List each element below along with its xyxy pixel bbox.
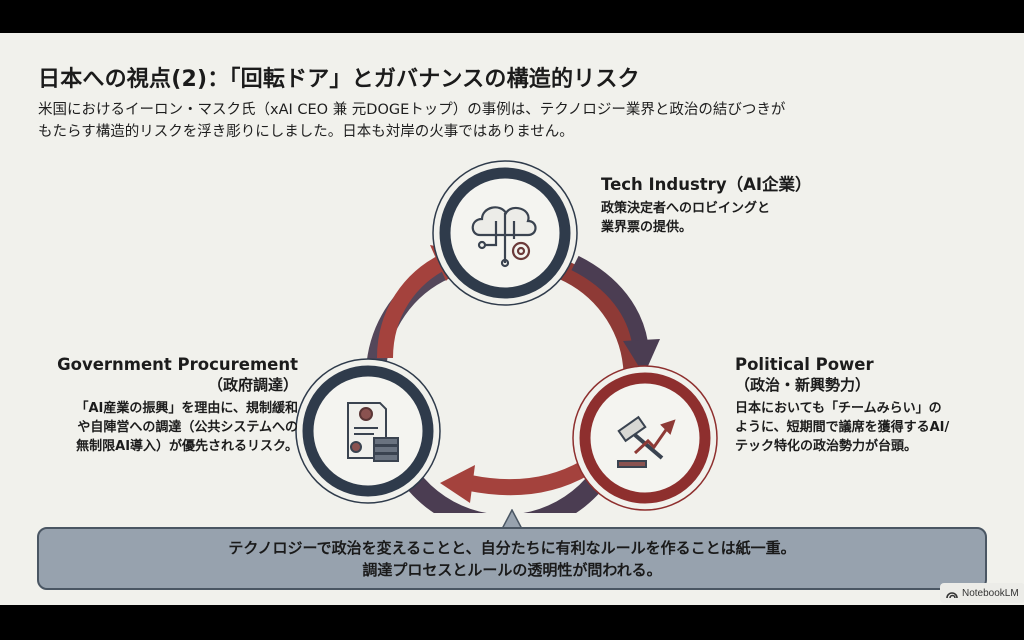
callout-line: 調達プロセスとルールの透明性が問われる。 bbox=[362, 561, 662, 579]
cycle-diagram bbox=[295, 160, 718, 513]
intro-line: もたらす構造的リスクを浮き彫りにしました。日本も対岸の火事ではありません。 bbox=[38, 124, 574, 140]
tech-industry-desc: 業界票の提供。 bbox=[601, 220, 693, 235]
political-power-desc: 日本においても「チームみらい」の bbox=[735, 401, 942, 416]
government-procurement-heading: Government Procurement bbox=[57, 355, 298, 374]
slide-title: 日本への視点(2)：「回転ドア」とガバナンスの構造的リスク bbox=[38, 67, 640, 92]
political-power-node[interactable] bbox=[572, 365, 718, 511]
government-procurement-desc: 「AI産業の振興」を理由に、規制緩和 bbox=[75, 401, 298, 416]
callout-box: テクノロジーで政治を変えることと、自分たちに有利なルールを作ることは紙一重。 調… bbox=[37, 527, 987, 590]
cloud-circuit-gear-icon bbox=[471, 206, 537, 268]
political-power-label: Political Power （政治・新興勢力） 日本においても「チームみらい… bbox=[735, 355, 949, 456]
arrow-tech-to-political bbox=[571, 255, 660, 375]
tech-industry-label: Tech Industry（AI企業） 政策決定者へのロビイングと 業界票の提供… bbox=[601, 171, 811, 237]
watermark-label: NotebookLM bbox=[962, 587, 1019, 599]
notebooklm-logo-icon bbox=[946, 592, 958, 598]
callout-line: テクノロジーで政治を変えることと、自分たちに有利なルールを作ることは紙一重。 bbox=[228, 539, 796, 557]
callout-pointer bbox=[501, 509, 523, 529]
government-procurement-desc: 無制限AI導入）が優先されるリスク。 bbox=[76, 439, 298, 454]
government-procurement-subheading: （政府調達） bbox=[207, 376, 298, 394]
arrow-political-to-gov bbox=[440, 460, 589, 503]
notebooklm-watermark: NotebookLM bbox=[940, 583, 1024, 603]
political-power-heading: Political Power bbox=[735, 355, 874, 374]
tech-industry-heading: Tech Industry（AI企業） bbox=[601, 175, 812, 194]
contract-server-icon bbox=[347, 402, 399, 462]
intro-line: 米国におけるイーロン・マスク氏（xAI CEO 兼 元DOGEトップ）の事例は、… bbox=[38, 102, 786, 118]
government-procurement-node[interactable] bbox=[295, 358, 441, 504]
government-procurement-desc: や自陣営への調達（公共システムへの bbox=[77, 420, 298, 435]
intro-text: 米国におけるイーロン・マスク氏（xAI CEO 兼 元DOGEトップ）の事例は、… bbox=[38, 99, 785, 143]
political-power-subheading: （政治・新興勢力） bbox=[735, 376, 871, 394]
slide: 日本への視点(2)：「回転ドア」とガバナンスの構造的リスク 米国におけるイーロン… bbox=[0, 33, 1024, 605]
political-power-desc: テック特化の政治勢力が台頭。 bbox=[735, 439, 918, 454]
political-power-desc: ように、短期間で議席を獲得するAI/ bbox=[735, 420, 950, 435]
tech-industry-desc: 政策決定者へのロビイングと bbox=[601, 201, 771, 216]
government-procurement-label: Government Procurement （政府調達） 「AI産業の振興」を… bbox=[40, 355, 298, 456]
gavel-trend-arrow-icon bbox=[617, 415, 676, 468]
tech-industry-node[interactable] bbox=[432, 160, 578, 306]
